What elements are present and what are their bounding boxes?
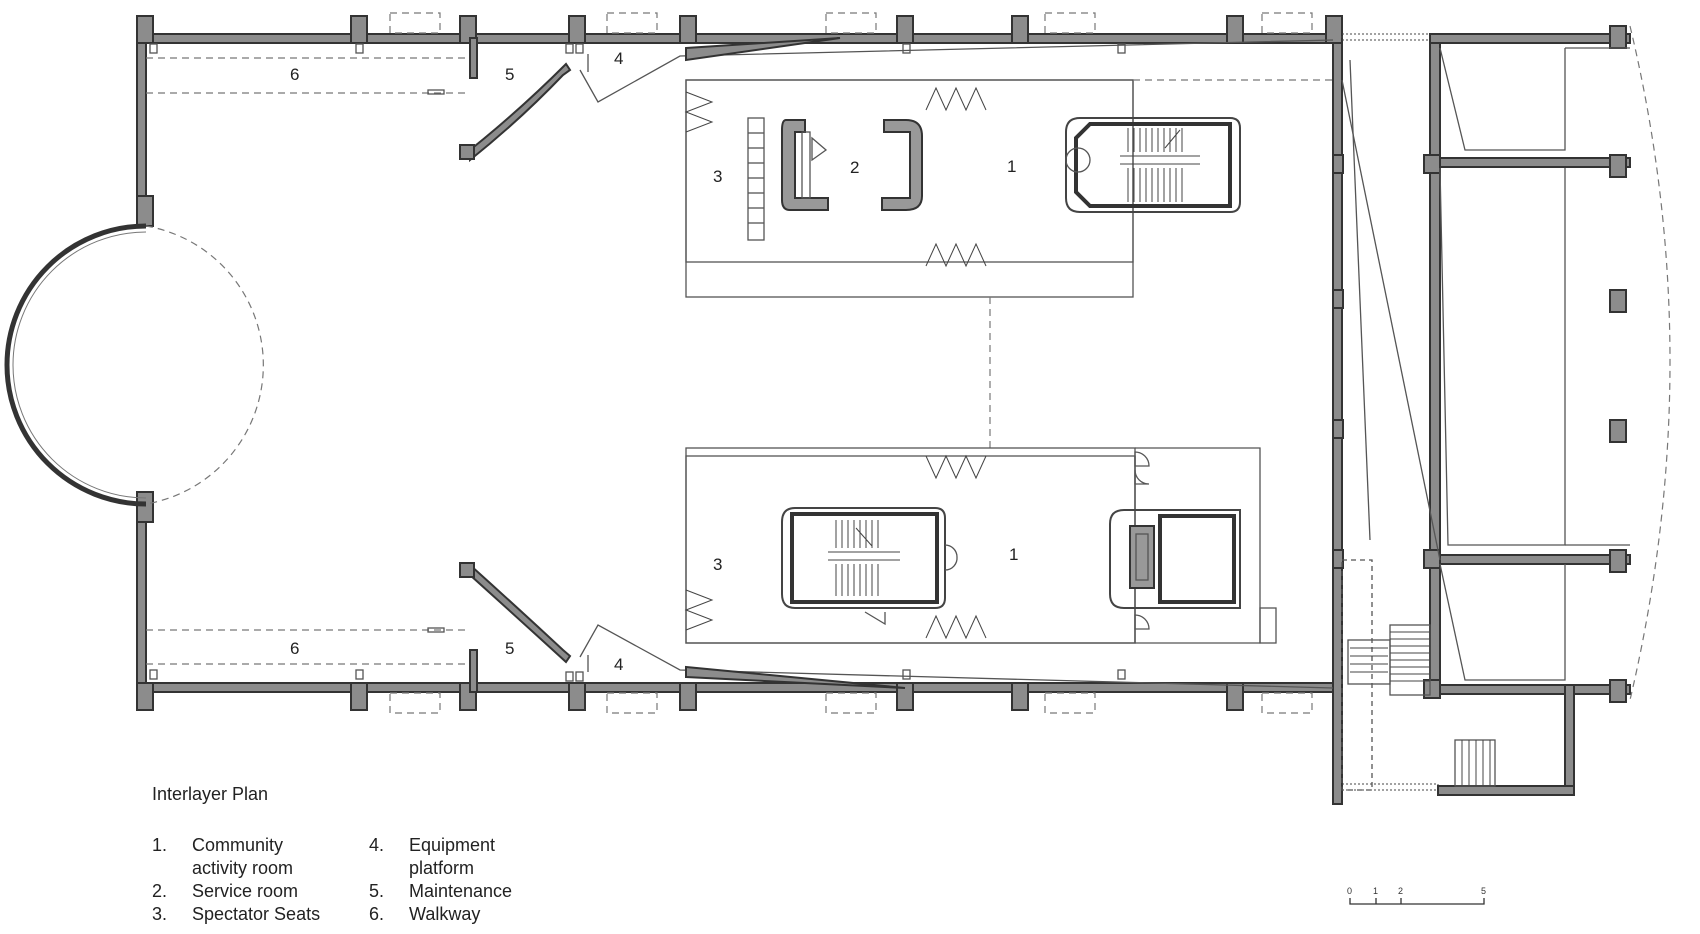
legend-text: Equipment platform [409,835,496,878]
walkway-lines [146,57,470,665]
legend-item: 2. Service room [152,880,320,903]
room-labels: 1 1 2 3 3 4 4 5 5 6 6 [290,49,1018,674]
lower-platform [684,447,1261,644]
label-spectator-seats-upper: 3 [713,167,722,186]
legend-column-2: 4. Equipment platform 5. Maintenance 6. … [369,834,512,926]
legend-text: Service room [192,881,299,901]
scale-label-2: 2 [1398,886,1403,896]
rotunda [4,223,264,507]
scale-bar: 0 1 2 5 [1347,886,1486,905]
label-maintenance-lower: 5 [505,639,514,658]
label-walkway-upper: 6 [290,65,299,84]
upper-platform [684,79,1333,448]
legend-item: 1. Community activity room [152,834,320,880]
label-walkway-lower: 6 [290,639,299,658]
east-annex [1259,25,1671,796]
legend-text: Spectator Seats [192,904,321,924]
legend-number: 3. [152,904,168,924]
legend-text: Maintenance [409,881,513,901]
label-equipment-platform-upper: 4 [614,49,623,68]
legend-item: 5. Maintenance [369,880,512,903]
equipment-platforms [579,37,1334,689]
label-equipment-platform-lower: 4 [614,655,623,674]
legend-item: 6. Walkway [369,903,512,926]
scale-label-0: 0 [1347,886,1352,896]
legend-number: 1. [152,835,168,855]
scale-label-1: 1 [1373,886,1378,896]
label-community-room-upper: 1 [1007,157,1016,176]
scale-label-5: 5 [1481,886,1486,896]
maintenance-walls [459,37,589,693]
label-spectator-seats-lower: 3 [713,555,722,574]
label-maintenance-upper: 5 [505,65,514,84]
label-community-room-lower: 1 [1009,545,1018,564]
legend-text: Walkway [409,904,481,924]
legend-number: 6. [369,904,385,924]
legend-item: 3. Spectator Seats [152,903,320,926]
legend-number: 5. [369,881,385,901]
legend-column-1: 1. Community activity room 2. Service ro… [152,834,320,926]
outer-walls [136,12,1344,805]
legend-number: 2. [152,881,168,901]
label-service-room: 2 [850,158,859,177]
legend-text: Community activity room [192,835,294,878]
legend-item: 4. Equipment platform [369,834,512,880]
plan-title: Interlayer Plan [152,784,269,804]
legend-number: 4. [369,835,385,855]
